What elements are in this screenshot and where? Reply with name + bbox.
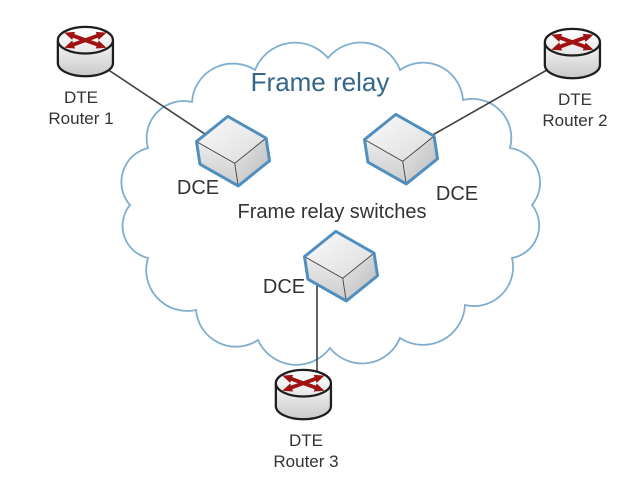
router1-name: Router 1 xyxy=(48,109,114,128)
router3-label: DTE Router 3 xyxy=(273,430,338,472)
router2-type: DTE xyxy=(557,90,592,109)
router3-icon xyxy=(273,367,333,422)
router1-type: DTE xyxy=(63,88,98,107)
router2-icon xyxy=(542,26,602,81)
router3-type: DTE xyxy=(288,431,323,450)
dce3-label: DCE xyxy=(262,276,306,298)
router1-icon xyxy=(55,24,115,79)
router3-name: Router 3 xyxy=(273,452,339,471)
switches-caption: Frame relay switches xyxy=(237,201,427,223)
router1-label: DTE Router 1 xyxy=(48,87,113,129)
dce2-label: DCE xyxy=(435,183,479,205)
router2-label: DTE Router 2 xyxy=(542,89,607,131)
router2-name: Router 2 xyxy=(542,111,608,130)
dce1-label: DCE xyxy=(176,177,220,199)
link-router2-dce2 xyxy=(414,69,548,146)
cloud-title: Frame relay xyxy=(250,67,390,97)
